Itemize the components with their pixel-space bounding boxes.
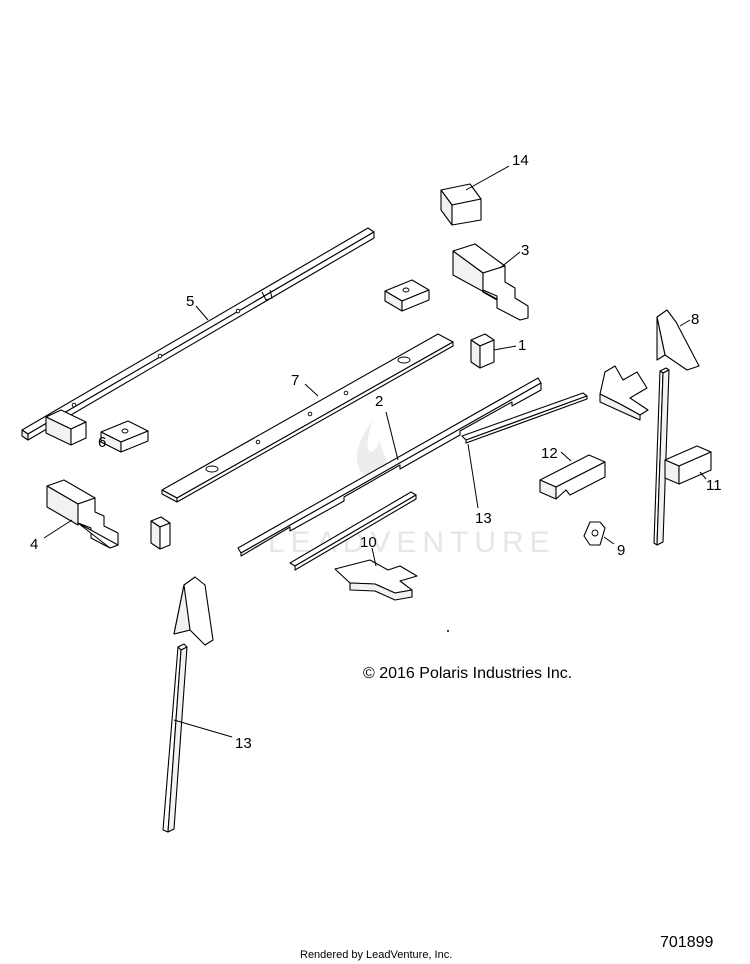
leader-5	[195, 305, 209, 321]
leader-14	[465, 165, 510, 191]
part-4-stepped-block	[46, 479, 119, 549]
part-7-flat-bar	[161, 333, 454, 503]
leader-13a	[467, 443, 479, 509]
part-spacer-block-upper	[384, 279, 430, 312]
leader-13b	[173, 719, 233, 738]
part-12-notched-block	[539, 454, 606, 500]
callout-14: 14	[512, 152, 529, 169]
part-1-cube	[470, 333, 495, 369]
part-13-thin-strip	[461, 392, 588, 444]
callout-1: 1	[518, 337, 526, 354]
callout-3: 3	[521, 242, 529, 259]
callout-13b: 13	[235, 735, 252, 752]
leader-8	[679, 319, 691, 327]
stray-dot	[447, 630, 449, 632]
part-13-vertical-post	[162, 643, 188, 833]
part-14-block	[440, 183, 482, 226]
leader-4	[43, 519, 73, 539]
leader-12	[560, 451, 572, 462]
leader-9	[603, 536, 615, 545]
copyright-text: © 2016 Polaris Industries Inc.	[363, 665, 572, 682]
leader-10	[371, 547, 377, 567]
callout-10: 10	[360, 534, 377, 551]
callout-5: 5	[186, 293, 194, 310]
leader-11	[699, 471, 707, 480]
part-block-left	[45, 409, 87, 446]
leader-1	[493, 345, 517, 351]
callout-7: 7	[291, 372, 299, 389]
watermark-flame-icon	[356, 420, 387, 479]
part-5-long-rail	[21, 227, 375, 441]
part-11-block	[664, 445, 712, 485]
part-9-clip	[583, 521, 606, 546]
callout-4: 4	[30, 536, 38, 553]
callout-8: 8	[691, 311, 699, 328]
callout-2: 2	[375, 393, 383, 410]
leader-3	[499, 251, 521, 269]
watermark: LEADVENTURE	[268, 420, 550, 559]
callout-9: 9	[617, 542, 625, 559]
part-triangle-block-lower	[173, 576, 214, 646]
part-thin-strip-lower	[289, 491, 417, 571]
part-2-notched-rail	[237, 377, 542, 557]
callout-12: 12	[541, 445, 558, 462]
diagram-id: 701899	[660, 934, 713, 951]
part-3-stepped-block	[452, 243, 529, 321]
part-small-cube	[150, 516, 171, 550]
part-bracket-block-right	[599, 365, 649, 421]
leader-2	[385, 411, 399, 461]
part-10-bracket	[334, 559, 418, 601]
callout-11: 11	[706, 477, 722, 494]
part-8-triangle-block	[656, 309, 700, 371]
part-6-washer-block	[100, 420, 149, 453]
callout-6: 6	[98, 434, 106, 451]
callout-13a: 13	[475, 510, 492, 527]
leader-7	[304, 383, 319, 397]
footer-text: Rendered by LeadVenture, Inc.	[300, 949, 452, 961]
part-vertical-post-right	[653, 367, 670, 546]
